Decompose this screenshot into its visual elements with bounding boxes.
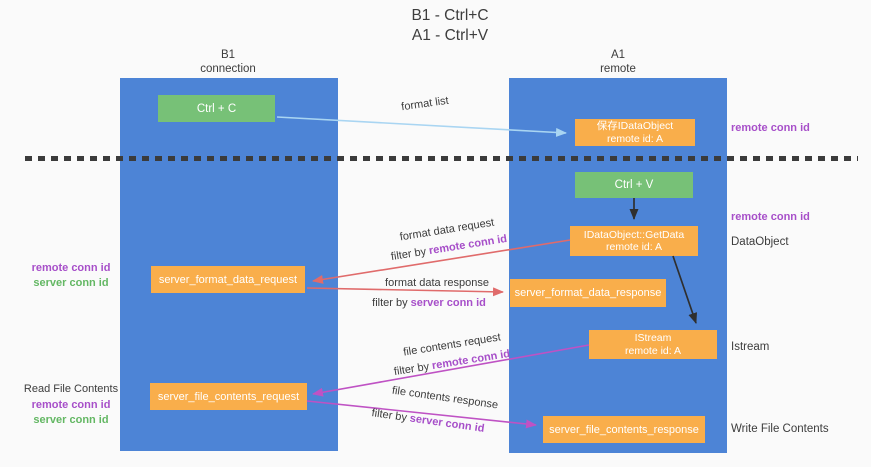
title-line-1: B1 - Ctrl+C	[411, 7, 489, 24]
istream-label: Istream	[731, 341, 770, 353]
server-conn-id-highlight: server conn id	[408, 412, 486, 435]
remote-conn-id-label: remote conn id	[731, 122, 810, 134]
node-server-format-data-response: server_format_data_response	[510, 279, 666, 307]
lane-b1-sub: connection	[200, 63, 256, 75]
node-getdata-line1: IDataObject::GetData	[583, 228, 685, 241]
node-istream-line2: remote id: A	[624, 344, 682, 357]
lane-a1-name: A1	[610, 49, 626, 61]
node-istream-line1: IStream	[634, 332, 672, 344]
filter-by-text: filter by	[390, 245, 431, 264]
edge-label-format-list: format list	[400, 94, 450, 114]
read-file-contents-label: Read File Contents	[23, 383, 119, 395]
left-conn-ids-bottom: remote conn id server conn id	[6, 398, 136, 427]
title-line-2: A1 - Ctrl+V	[411, 27, 489, 44]
edge-label-file-contents-response-filter: filter by server conn id	[371, 407, 485, 435]
node-istream: IStream remote id: A	[589, 330, 717, 359]
node-server-file-contents-request: server_file_contents_request	[150, 383, 307, 410]
node-server-format-data-request: server_format_data_request	[151, 266, 305, 293]
lane-header-a1: A1 remote	[600, 48, 636, 76]
node-save-line1: 保存IDataObject	[596, 120, 674, 132]
lane-b1-name: B1	[220, 49, 236, 61]
filter-by-text: filter by	[370, 407, 411, 425]
node-file-response-label: server_file_contents_response	[549, 423, 699, 436]
node-save-idataobject: 保存IDataObject remote id: A	[575, 119, 695, 146]
edge-label-format-data-response: format data response	[385, 277, 489, 289]
node-idataobject-getdata: IDataObject::GetData remote id: A	[570, 226, 698, 256]
node-format-request-label: server_format_data_request	[158, 273, 298, 286]
filter-by-text: filter by	[372, 297, 411, 309]
edge-label-file-contents-response: file contents response	[391, 384, 499, 412]
node-save-line2: remote id: A	[606, 132, 664, 145]
left-conn-ids-top: remote conn id server conn id	[6, 261, 136, 290]
remote-conn-id-label: remote conn id	[31, 262, 111, 274]
lane-a1-sub: remote	[600, 63, 636, 75]
server-conn-id-label: server conn id	[33, 413, 109, 426]
dataobject-label: DataObject	[731, 236, 789, 248]
node-ctrl-v: Ctrl + V	[575, 172, 693, 198]
server-conn-id-highlight: server conn id	[410, 297, 486, 309]
remote-conn-id-label: remote conn id	[731, 211, 810, 223]
dashed-divider	[25, 156, 858, 161]
filter-by-text: filter by	[393, 360, 434, 379]
edge-label-format-data-response-filter: filter by server conn id	[372, 297, 486, 309]
node-server-file-contents-response: server_file_contents_response	[543, 416, 705, 443]
write-file-contents-label: Write File Contents	[731, 423, 829, 435]
node-format-response-label: server_format_data_response	[514, 287, 662, 299]
diagram-title: B1 - Ctrl+C A1 - Ctrl+V	[411, 6, 488, 46]
node-file-request-label: server_file_contents_request	[157, 390, 300, 403]
node-ctrl-v-label: Ctrl + V	[614, 179, 654, 191]
node-ctrl-c-label: Ctrl + C	[196, 102, 237, 115]
server-conn-id-label: server conn id	[33, 276, 109, 289]
node-ctrl-c: Ctrl + C	[158, 95, 275, 122]
remote-conn-id-label: remote conn id	[31, 399, 111, 411]
node-getdata-line2: remote id: A	[605, 241, 663, 253]
lane-header-b1: B1 connection	[200, 48, 256, 76]
